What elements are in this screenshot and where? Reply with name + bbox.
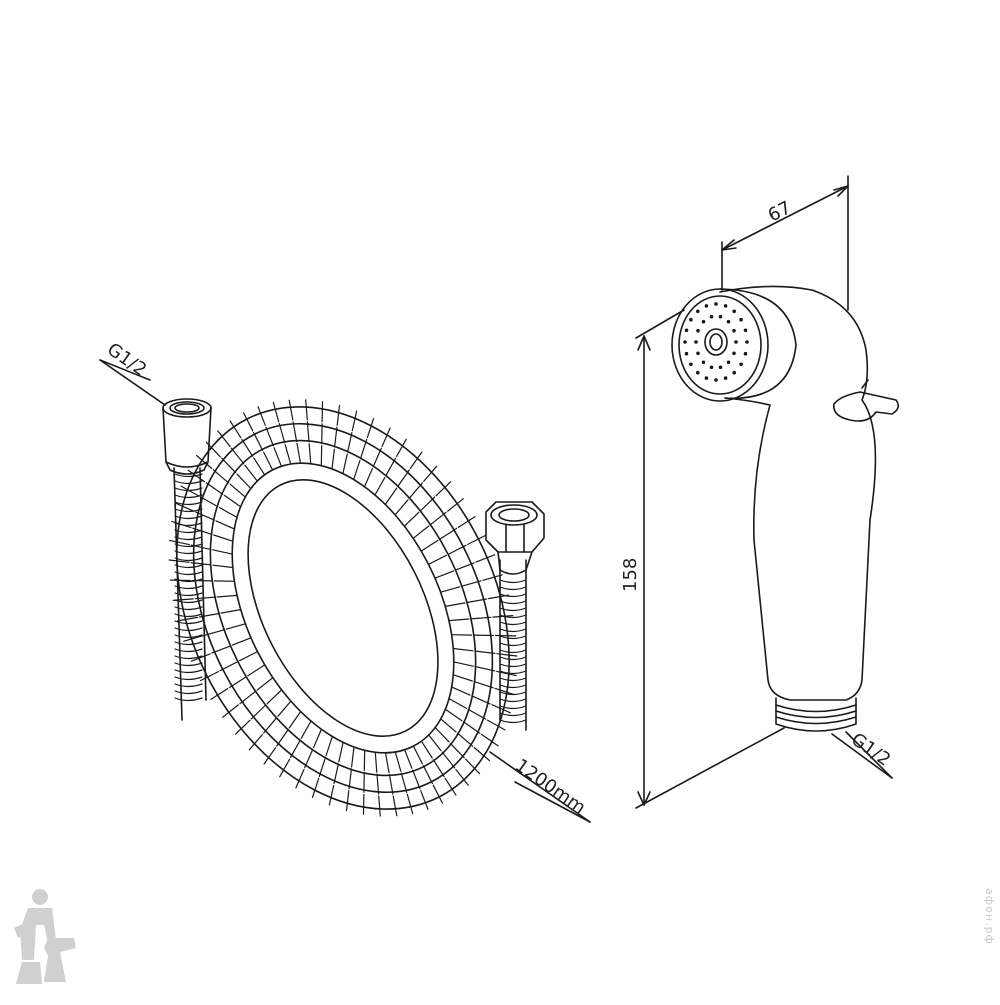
coiled-hose xyxy=(100,350,590,866)
spray-nozzles xyxy=(683,302,749,382)
hose-thread-label: G1/2 xyxy=(103,339,150,381)
spray-face-outer xyxy=(672,289,768,401)
plumber-with-toilet-logo-icon xyxy=(14,889,76,984)
hygienic-sprayer xyxy=(636,176,898,808)
hose-coil xyxy=(111,350,574,866)
hose-hex-nut xyxy=(486,502,544,574)
sprayer-width-label: 67 xyxy=(765,197,795,226)
sprayer-body xyxy=(720,286,875,700)
hose-cone-connector xyxy=(163,399,211,474)
sprayer-threaded-outlet xyxy=(776,698,856,731)
watermark-text: афон.рф xyxy=(983,888,996,945)
sprayer-thread-label: G1/2 xyxy=(847,729,894,771)
spray-center-button xyxy=(705,329,727,355)
sprayer-height-label: 158 xyxy=(620,558,641,592)
hose-left-segment xyxy=(174,468,206,720)
